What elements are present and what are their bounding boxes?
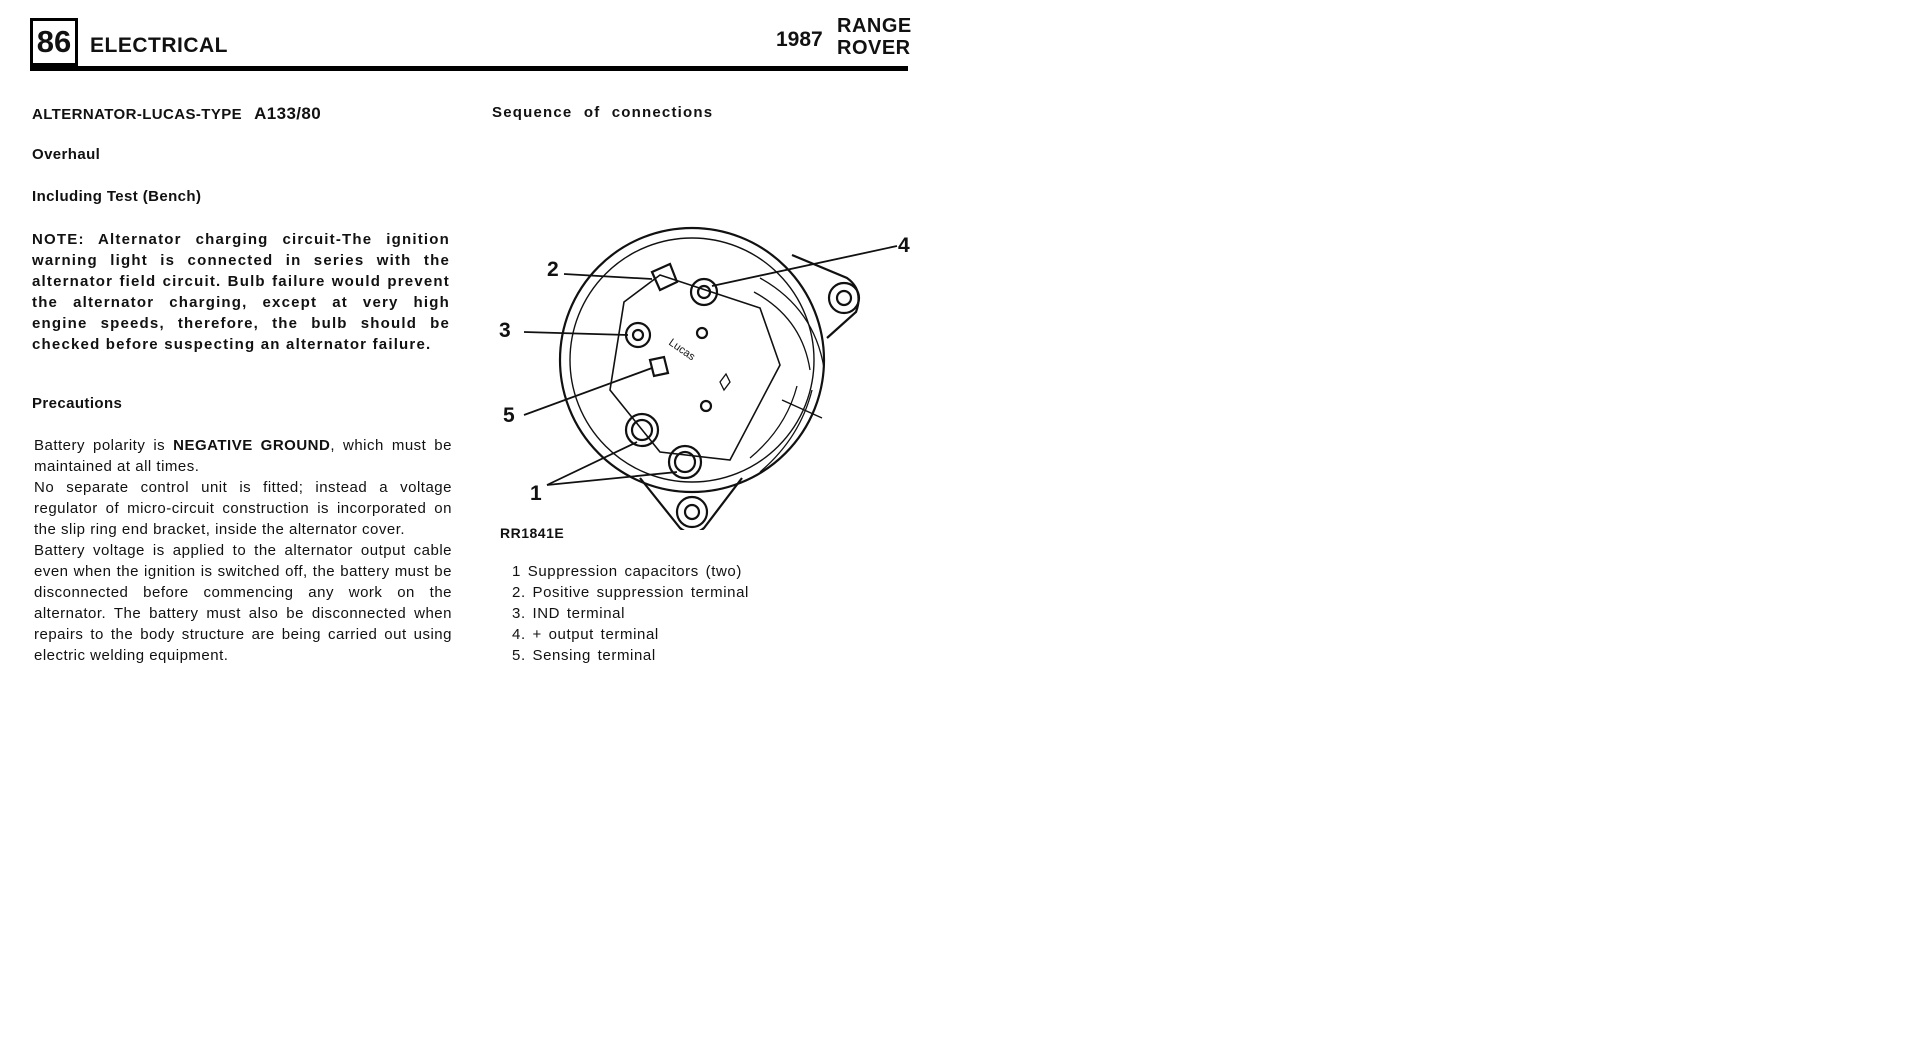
note-paragraph: NOTE: Alternator charging circuit-The ig… — [32, 231, 450, 353]
procedure-title-text: ALTERNATOR-LUCAS-TYPE — [32, 106, 243, 123]
polarity-text-end: , which must be maintained at all times. — [34, 437, 452, 475]
vent-slot-1 — [759, 277, 825, 369]
capacitor-1-outer — [624, 412, 660, 448]
housing-seam — [781, 399, 823, 419]
ind-terminal-inner — [631, 328, 645, 342]
capacitor-1-inner — [630, 418, 654, 442]
cover-screw-1 — [695, 326, 709, 340]
overhaul-heading: Overhaul — [32, 146, 101, 163]
output-terminal-inner — [696, 284, 712, 300]
diagram-reference: RR1841E — [500, 525, 565, 541]
leader-1a — [546, 441, 638, 486]
lower-mounting-lug — [639, 477, 743, 530]
polarity-paragraph: Battery polarity is NEGATIVE GROUND, whi… — [34, 435, 452, 477]
leader-5 — [523, 367, 653, 416]
legend-item-3: 3. IND terminal — [512, 605, 626, 622]
alternator-body-drawing — [558, 226, 861, 530]
precautions-heading: Precautions — [32, 395, 123, 412]
alternator-diagram: Lucas 1 2 3 4 5 — [499, 226, 910, 530]
legend-item-2: 2. Positive suppression terminal — [512, 584, 749, 601]
callout-3: 3 — [499, 319, 511, 342]
lower-mount-boss — [675, 495, 709, 529]
leader-3 — [523, 331, 629, 336]
page-header: 86 ELECTRICAL 1987 RANGE ROVER — [30, 16, 911, 72]
bench-test-heading: Including Test (Bench) — [32, 188, 202, 205]
brand-line-1: RANGE — [837, 15, 912, 37]
model-year: 1987 — [776, 28, 823, 51]
legend-item-1: 1 Suppression capacitors (two) — [512, 563, 742, 580]
sensing-terminal-block — [648, 355, 670, 378]
leader-4 — [711, 245, 898, 287]
upper-mount-hole — [835, 289, 853, 307]
connections-legend: 1 Suppression capacitors (two) 2. Positi… — [512, 561, 749, 666]
upper-mount-boss — [827, 281, 861, 315]
callout-numbers: 1 2 3 4 5 — [499, 234, 910, 505]
sequence-title: Sequence of connections — [492, 104, 714, 121]
negative-ground-emphasis: NEGATIVE GROUND — [173, 437, 331, 454]
legend-item-5: 5. Sensing terminal — [512, 647, 656, 664]
callout-5: 5 — [503, 404, 515, 427]
cover-rivet — [719, 372, 731, 392]
suppression-terminal-block — [650, 262, 679, 292]
vent-slot-4 — [749, 385, 798, 459]
ind-terminal-outer — [624, 321, 652, 349]
brand-line-2: ROVER — [837, 37, 911, 59]
section-title: ELECTRICAL — [90, 34, 228, 57]
header-rule — [30, 66, 908, 71]
cover-screw-2 — [699, 399, 713, 413]
capacitor-2-inner — [673, 450, 697, 474]
callout-4: 4 — [898, 234, 910, 257]
battery-voltage-paragraph: Battery voltage is applied to the altern… — [34, 542, 452, 664]
precautions-text: Battery polarity is NEGATIVE GROUND, whi… — [34, 435, 452, 666]
procedure-title: ALTERNATOR-LUCAS-TYPE A133/80 — [32, 104, 321, 124]
capacitor-2-outer — [667, 444, 703, 480]
callout-2: 2 — [547, 258, 559, 281]
leader-2 — [563, 273, 653, 280]
legend-item-4: 4. + output terminal — [512, 626, 659, 643]
alternator-type-code: A133/80 — [254, 104, 322, 123]
polarity-text-start: Battery polarity is — [34, 437, 174, 454]
lucas-cover-text: Lucas — [666, 337, 697, 364]
section-number-box: 86 — [30, 18, 78, 66]
vent-slot-3 — [759, 389, 813, 473]
alternator-outer-housing — [558, 226, 826, 494]
control-unit-paragraph: No separate control unit is fitted; inst… — [34, 479, 452, 538]
output-terminal-outer — [689, 277, 719, 307]
callout-1: 1 — [530, 482, 542, 505]
leader-1b — [546, 471, 678, 486]
callout-leader-lines — [523, 245, 898, 486]
lower-mount-hole — [683, 503, 701, 521]
alternator-inner-housing — [569, 237, 815, 483]
vent-slot-2 — [753, 291, 811, 371]
